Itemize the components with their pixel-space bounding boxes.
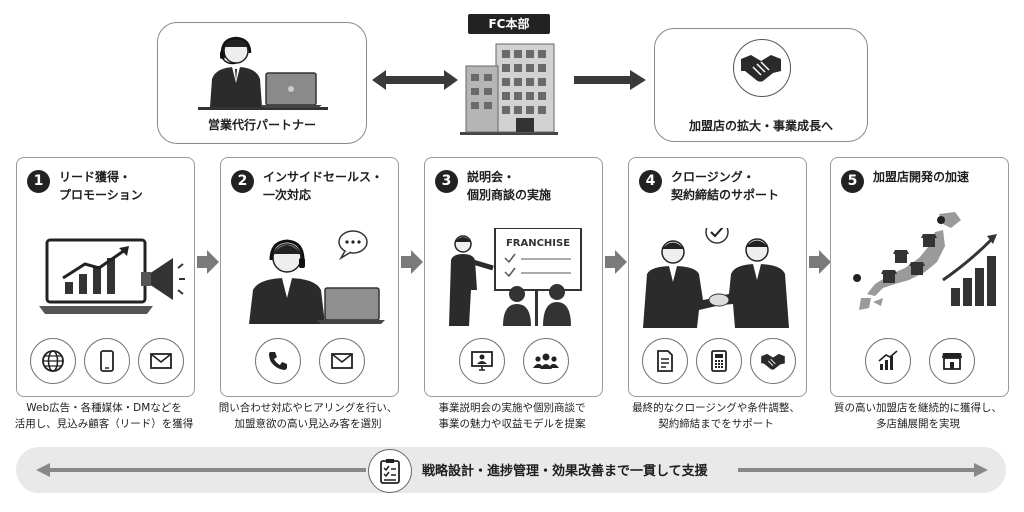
mail-icon [319, 338, 365, 384]
globe-icon [30, 338, 76, 384]
flow-arrow-3 [605, 250, 627, 274]
franchise-board-text: FRANCHISE [506, 238, 570, 249]
phone-icon [255, 338, 301, 384]
step-number-3: 3 [435, 170, 458, 193]
presentation-illustration: FRANCHISE [449, 228, 582, 326]
step-title-3: 説明会・ 個別商談の実施 [467, 170, 552, 202]
step-desc-1: Web広告・各種媒体・DMなどを 活用し、見込み顧客（リード）を獲得 [14, 402, 194, 430]
smartphone-icon [84, 338, 130, 384]
store-icon [929, 338, 975, 384]
flow-arrow-4 [809, 250, 831, 274]
step-title-5: 加盟店開発の加速 [873, 170, 970, 184]
checklist-icon [368, 449, 412, 493]
partner-box: 営業代行パートナー [157, 22, 367, 144]
right-arrow-line [738, 463, 988, 477]
map-pins [853, 216, 946, 288]
hq-building-illustration [460, 43, 558, 135]
sales-call-illustration [249, 230, 385, 324]
step-card-4: 4 クロージング・ 契約締結のサポート [628, 157, 807, 397]
growth-label: 加盟店の拡大・事業成長へ [688, 119, 833, 133]
step-title-2: インサイドセールス・ 一次対応 [263, 170, 384, 202]
step-card-1: 1 リード獲得・ プロモーション [16, 157, 195, 397]
contract-handshake-illustration [643, 228, 789, 328]
step-number-2: 2 [231, 170, 254, 193]
growth-box: 加盟店の拡大・事業成長へ [654, 28, 868, 142]
step-number-4: 4 [639, 170, 662, 193]
store-markers [881, 234, 937, 283]
step-desc-5: 質の高い加盟店を継続的に獲得し、 多店舗展開を実現 [834, 402, 1002, 430]
step-desc-4: 最終的なクロージングや条件調整、 契約締結までをサポート [632, 402, 800, 430]
hq-label: FC本部 [468, 14, 550, 34]
group-icon [523, 338, 569, 384]
support-label: 戦略設計・進捗管理・効果改善まで一貫して支援 [422, 464, 708, 479]
flow-arrow-1 [197, 250, 219, 274]
step-card-2: 2 インサイドセールス・ 一次対応 [220, 157, 399, 397]
step-number-5: 5 [841, 170, 864, 193]
flow-arrow-2 [401, 250, 423, 274]
two-way-arrow [372, 70, 458, 90]
step-card-3: 3 説明会・ 個別商談の実施 FRANCHISE [424, 157, 603, 397]
document-icon [642, 338, 688, 384]
partner-label: 営業代行パートナー [207, 118, 316, 132]
mail-icon [138, 338, 184, 384]
japan-map-growth-illustration [853, 212, 997, 310]
step-desc-3: 事業説明会の実施や個別商談で 事業の魅力や収益モデルを提案 [438, 402, 586, 430]
monitor-person-icon [459, 338, 505, 384]
telemarketer-illustration [198, 36, 328, 110]
step-number-1: 1 [27, 170, 50, 193]
right-arrow [574, 70, 646, 90]
laptop-chart-megaphone-illustration [39, 238, 185, 314]
step-title-1: リード獲得・ プロモーション [59, 170, 143, 202]
left-arrow-line [36, 463, 366, 477]
step-title-4: クロージング・ 契約締結のサポート [671, 170, 780, 202]
handshake-icon [750, 338, 796, 384]
handshake-icon [741, 55, 781, 82]
step-desc-2: 問い合わせ対応やヒアリングを行い、 加盟意欲の高い見込み客を選別 [218, 402, 398, 430]
bar-chart-icon [865, 338, 911, 384]
step-card-5: 5 加盟店開発の加速 [830, 157, 1009, 397]
calculator-icon [696, 338, 742, 384]
